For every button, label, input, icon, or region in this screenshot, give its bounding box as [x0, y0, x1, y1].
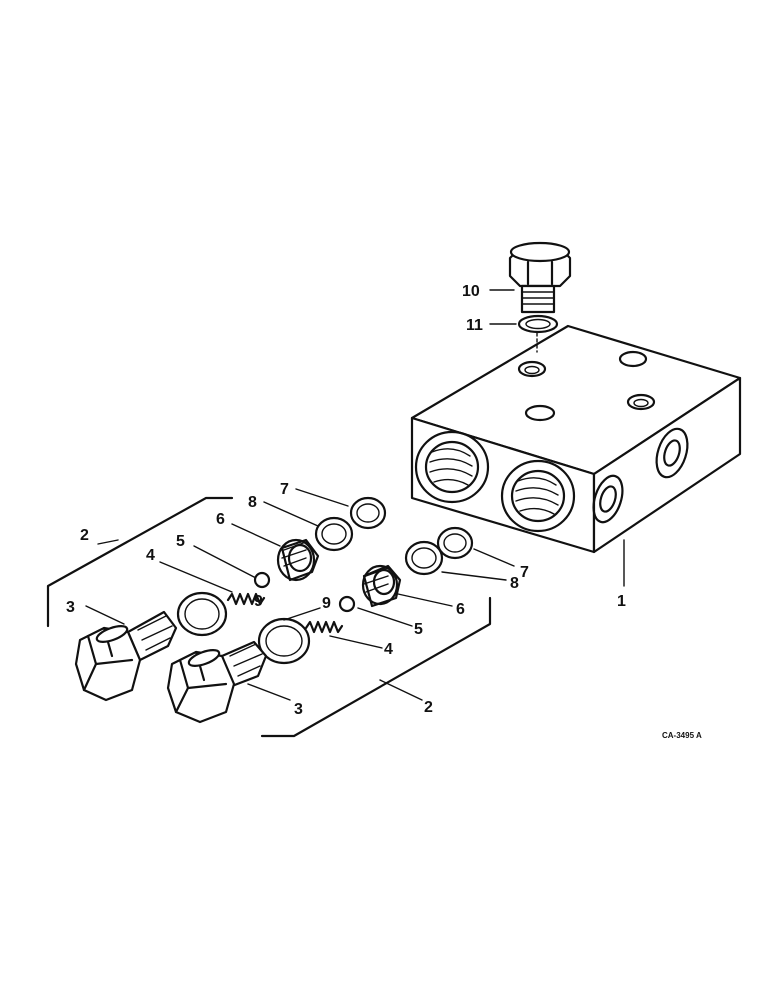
- plug: [508, 241, 572, 314]
- callout-6-upper: 6: [216, 511, 225, 528]
- callout-8-lower: 8: [510, 575, 519, 592]
- relief-valve-assembly-lower: [166, 526, 474, 724]
- callout-3-right: 3: [294, 701, 303, 718]
- callout-5-lower: 5: [414, 621, 423, 638]
- callout-10: 10: [462, 283, 480, 300]
- callout-7-lower: 7: [520, 564, 529, 581]
- valve-body: [410, 324, 742, 554]
- callout-1: 1: [617, 593, 626, 610]
- bracket-upper: [46, 496, 234, 628]
- leader-lines: [85, 289, 625, 701]
- callout-6-lower: 6: [456, 601, 465, 618]
- callout-2-upper: 2: [80, 527, 89, 544]
- callout-9-lower: 9: [322, 595, 331, 612]
- washer: [517, 314, 559, 334]
- callout-11: 11: [466, 317, 483, 334]
- callout-9-upper: 9: [254, 593, 263, 610]
- callout-8-upper: 8: [248, 494, 257, 511]
- relief-valve-assembly-upper: [74, 496, 387, 702]
- bracket-lower: [260, 596, 492, 738]
- drawing-code: CA-3495 A: [662, 731, 702, 740]
- callout-3-left: 3: [66, 599, 75, 616]
- callout-7-upper: 7: [280, 481, 289, 498]
- callout-4-upper: 4: [146, 547, 155, 564]
- callout-4-lower: 4: [384, 641, 393, 658]
- callout-5-upper: 5: [176, 533, 185, 550]
- callout-2-lower: 2: [424, 699, 433, 716]
